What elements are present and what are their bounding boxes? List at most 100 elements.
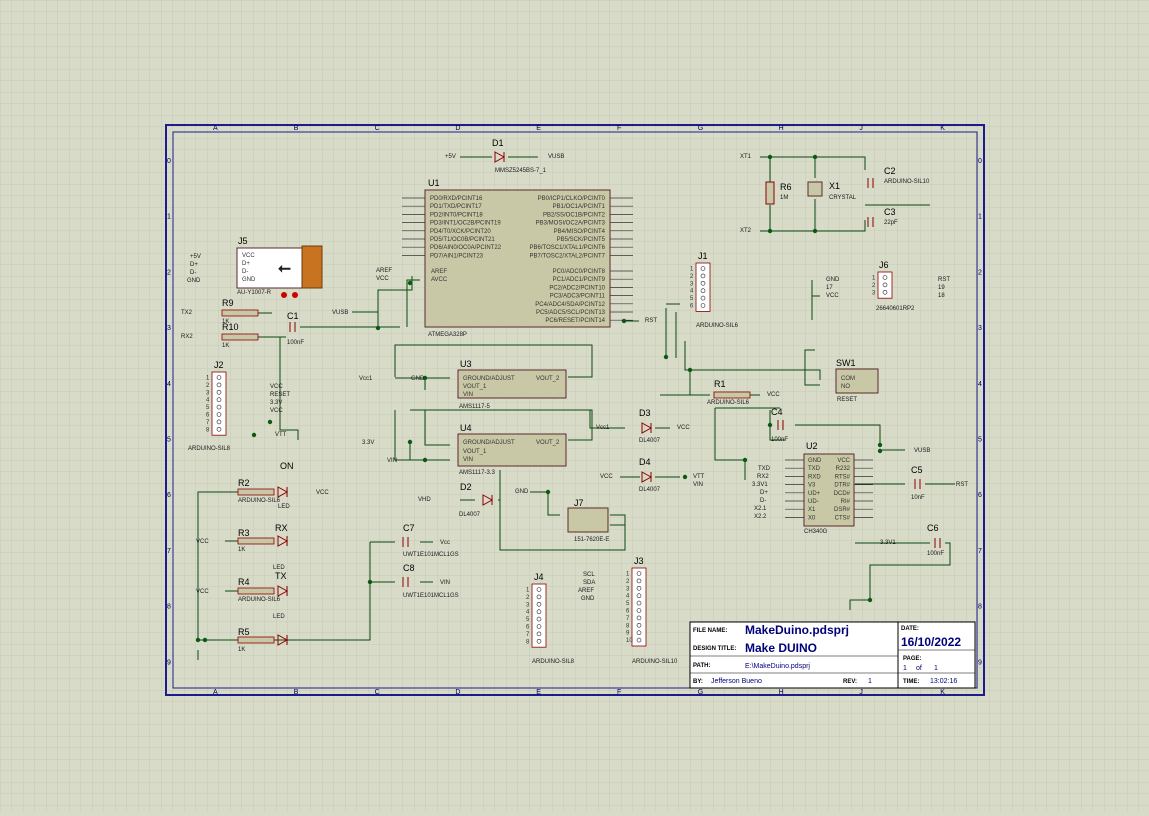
j5-pin-dplus: D+ — [242, 261, 250, 267]
tx-value: LED — [273, 614, 285, 620]
header-pin-number: 4 — [626, 594, 630, 600]
resistor-body — [237, 587, 275, 595]
r2-value: ARDUINO-SIL6 — [238, 498, 281, 504]
u3-regulator[interactable]: U3 GROUND/ADJUST VOUT_1 VIN VOUT_2 AMS11… — [457, 359, 567, 410]
rx-value: LED — [273, 565, 285, 571]
zone-col-bottom: K — [940, 689, 945, 696]
net-label: Vcc — [440, 540, 450, 546]
u1-pin-label: PD5/T1/OC0B/PCINT21 — [430, 237, 495, 243]
design-title: Make DUINO — [745, 641, 817, 655]
u1-pin-label: PD4/T0/XCK/PCINT20 — [430, 229, 491, 235]
j5-usb-connector[interactable]: J5 VCC D+ D- GND ⭠ AU-Y1007-R — [236, 236, 323, 298]
net-label: XT2 — [740, 228, 752, 234]
u2-pin-label: UD- — [808, 499, 819, 505]
sw1-value: RESET — [837, 397, 857, 403]
net-label: GND — [581, 596, 595, 602]
net-label: 18 — [938, 293, 945, 299]
net-label: VUSB — [332, 310, 348, 316]
u1-pin-label: PB0/ICP1/CLKO/PCINT0 — [538, 196, 606, 202]
header-pin-number: 1 — [526, 588, 530, 594]
u2-pin-label: DCD# — [834, 491, 851, 497]
zone-row-left: 4 — [167, 381, 171, 388]
header-pin — [216, 419, 222, 425]
u1-pin-label: PC2/ADC2/PCINT10 — [549, 285, 605, 291]
c6-value: 100nF — [927, 551, 944, 557]
u1-pin-label: PC6/RESET/PCINT14 — [545, 318, 605, 324]
u2-pin-label: TXD — [808, 466, 821, 472]
header-pin-number: 7 — [206, 420, 210, 426]
header-pin — [536, 609, 542, 615]
zone-row-right: 4 — [978, 381, 982, 388]
u4-regulator[interactable]: U4 GROUND/ADJUST VOUT_1 VIN VOUT_2 AMS11… — [457, 423, 567, 476]
header-body — [695, 262, 711, 312]
sw1-reset-switch[interactable]: SW1 COM NO RESET — [835, 358, 879, 403]
zone-row-right: 7 — [978, 548, 982, 555]
time-label: TIME: — [903, 679, 919, 685]
header-pin — [700, 273, 706, 279]
c3-value: 22pF — [884, 220, 898, 226]
net-label: RST — [956, 482, 968, 488]
net-label: VTT — [275, 432, 287, 438]
sheet-border-outer — [165, 124, 985, 696]
net-label: 3.3V — [362, 440, 374, 446]
x1-crystal[interactable]: X1 CRYSTAL — [807, 181, 857, 201]
r10-value: 1K — [222, 343, 229, 349]
net-label: VCC — [196, 589, 209, 595]
u1-pin-label: PB6/TOSC1/XTAL1/PCINT6 — [530, 245, 606, 251]
capacitor-plates — [867, 217, 874, 227]
header-pin — [536, 624, 542, 629]
u1-pin-label: PB1/OC1A/PCINT1 — [553, 204, 606, 210]
rev-label: REV: — [843, 679, 857, 685]
u2-pin-label: CTS# — [835, 515, 851, 521]
net-label: 3.3V1 — [880, 540, 896, 546]
j5-ref: J5 — [238, 236, 248, 246]
net-label: RST — [938, 277, 950, 283]
header-pin-number: 7 — [626, 616, 630, 622]
j7-power-jack[interactable]: J7 151-7620E-E — [567, 498, 609, 543]
capacitor-plates — [867, 178, 874, 188]
u1-pin-label: PD1/TXD/PCINT17 — [430, 204, 482, 210]
net-label: D- — [760, 498, 766, 504]
j4-header-value: ARDUINO-SIL8 — [532, 659, 575, 665]
diode-symbol — [641, 471, 653, 483]
u4-pin-vout2: VOUT_2 — [536, 440, 560, 446]
u2-pin-label: R232 — [836, 466, 851, 472]
zone-col-top: D — [455, 125, 460, 132]
j5-pin-dminus: D- — [242, 269, 248, 275]
rx-ref: RX — [275, 523, 288, 533]
r6-resistor[interactable]: R6 1M — [765, 181, 792, 205]
net-label: VHD — [418, 497, 431, 503]
zone-col-top: H — [779, 125, 784, 132]
u1-ref: U1 — [428, 178, 440, 188]
c6-ref: C6 — [927, 523, 939, 533]
zone-row-left: 3 — [167, 325, 171, 332]
j5-pin-vcc: VCC — [242, 253, 255, 259]
j6-header-value: 26640601RP2 — [876, 306, 915, 312]
header-pin — [700, 266, 706, 271]
zone-col-bottom: C — [375, 689, 380, 696]
net-label: GND — [411, 376, 425, 382]
header-pin-number: 2 — [526, 595, 530, 601]
c4-value: 100nF — [771, 437, 788, 443]
u4-pin-vout1: VOUT_1 — [463, 449, 487, 455]
r5-ref: R5 — [238, 627, 250, 637]
c7-ref: C7 — [403, 523, 415, 533]
u4-pin-gnd: GROUND/ADJUST — [463, 440, 515, 446]
resistor-body — [221, 333, 259, 341]
net-label: VIN — [693, 482, 703, 488]
u2-pin-label: X0 — [808, 515, 816, 521]
zone-row-right: 3 — [978, 325, 982, 332]
header-pin-number: 3 — [626, 586, 630, 592]
u1-microcontroller[interactable]: U1 ATMEGA328P PD0/RXD/PCINT16PD1/TXD/PCI… — [402, 178, 633, 338]
j5-pin-gnd: GND — [242, 277, 256, 283]
header-pin — [636, 593, 642, 599]
j3-header-ref: J3 — [634, 556, 644, 566]
u2-pin-label: RXD — [808, 474, 821, 480]
